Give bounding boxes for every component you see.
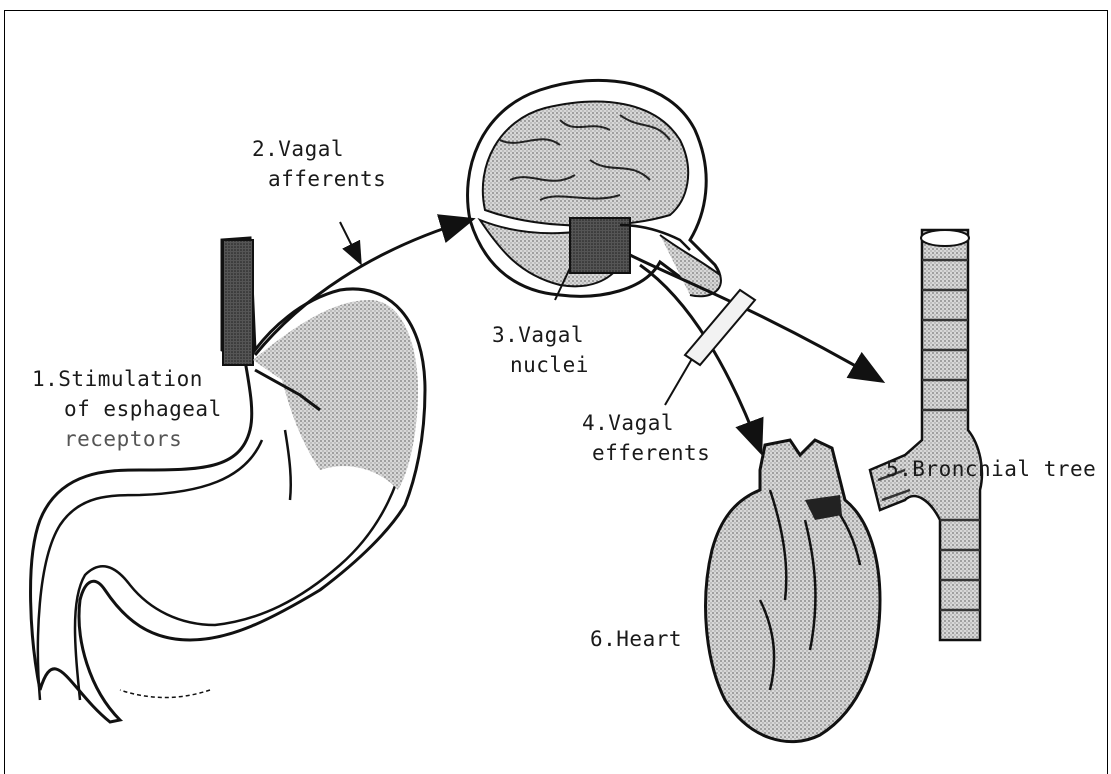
- label-step2-line2: afferents: [252, 164, 386, 194]
- label-bronchial-tree: 5.Bronchial tree: [886, 454, 1096, 484]
- label-step1-line2: of esphageal: [32, 394, 222, 424]
- label-vagal-nuclei: 3.Vagal nuclei: [492, 320, 589, 380]
- label-step4-line2: efferents: [582, 438, 710, 468]
- nerve-bundle-shape: [685, 290, 755, 365]
- label-step1-line3: receptors: [32, 424, 222, 454]
- heart-icon: [706, 440, 880, 742]
- label-vagal-efferents: 4.Vagal efferents: [582, 408, 710, 468]
- efferent-to-bronchi-arrow: [630, 255, 880, 380]
- esophagus-stomach-icon: [31, 238, 425, 722]
- label-step6-line1: 6.Heart: [590, 624, 682, 654]
- label-step4-line1: 4.Vagal: [582, 408, 710, 438]
- label-step3-line2: nuclei: [492, 350, 589, 380]
- afferent-pointer: [340, 222, 360, 262]
- brain-icon: [468, 80, 721, 296]
- label-step1-line1: 1.Stimulation: [32, 364, 222, 394]
- label-heart: 6.Heart: [590, 624, 682, 654]
- label-stimulation: 1.Stimulation of esphageal receptors: [32, 364, 222, 454]
- label-step3-line1: 3.Vagal: [492, 320, 589, 350]
- bronchial-tree-icon: [870, 230, 982, 640]
- label-step5-line1: 5.Bronchial tree: [886, 454, 1096, 484]
- label-step2-line1: 2.Vagal: [252, 134, 386, 164]
- label-vagal-afferents: 2.Vagal afferents: [252, 134, 386, 194]
